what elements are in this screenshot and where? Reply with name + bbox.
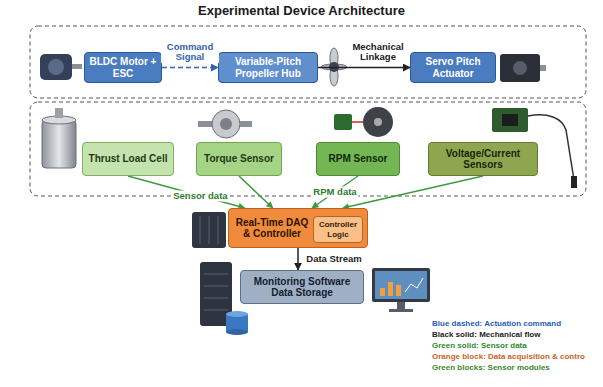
connector [312, 176, 358, 208]
load-cell-icon [55, 108, 63, 118]
monitor-icon [397, 302, 405, 309]
legend-entry: Orange block: Data acquisition & contro [432, 351, 585, 362]
monitor-icon [396, 285, 401, 296]
server-icon [204, 274, 228, 275]
process-box: Variable-Pitch Propeller Hub [218, 52, 318, 83]
daq-hardware-icon [209, 216, 210, 244]
edge-label: RPM data [311, 187, 358, 198]
sensor-box: Thrust Load Cell [82, 142, 174, 176]
title: Experimental Device Architecture [0, 3, 603, 18]
edge-label: Sensor data [171, 190, 229, 201]
monitor-icon [380, 288, 385, 296]
load-cell-icon [42, 108, 76, 168]
legend-entry: Green solid: Sensor data [432, 340, 585, 351]
sensor-box: Torque Sensor [196, 142, 282, 176]
node-label: RPM Sensor [329, 153, 388, 165]
daq-hardware-icon [192, 212, 226, 248]
torque-sensor-icon [198, 110, 252, 138]
process-box: BLDC Motor + ESC [84, 52, 162, 83]
legend-entry: Blue dashed: Actuation command [432, 318, 585, 329]
rpm-sensor-icon [334, 114, 352, 130]
voltage-sensor-icon [571, 176, 577, 188]
actuation-group-outline [30, 26, 586, 98]
process-box: Servo Pitch Actuator [410, 52, 496, 83]
legend-entry: Green blocks: Sensor modules [432, 362, 585, 373]
connector [239, 176, 273, 208]
sensor-box: Voltage/Current Sensors [428, 142, 538, 176]
monitor-icon [405, 278, 423, 292]
database-icon [226, 311, 248, 335]
motor-icon [48, 59, 64, 75]
rpm-sensor-icon [334, 107, 393, 137]
monitor-icon [388, 282, 393, 296]
node-label: Monitoring Software Data Storage [245, 276, 359, 299]
edge-label: Mechanical Linkage [347, 42, 409, 64]
connector [318, 67, 410, 69]
torque-sensor-icon [212, 110, 240, 138]
motor-icon [72, 64, 82, 69]
torque-sensor-icon [220, 118, 232, 130]
storage-box: Monitoring Software Data Storage [240, 270, 364, 304]
rpm-sensor-icon [374, 118, 382, 126]
node-label: Variable-Pitch Propeller Hub [223, 56, 313, 79]
voltage-sensor-icon [492, 108, 528, 132]
database-icon [226, 329, 248, 335]
motor-icon [40, 54, 82, 80]
server-icon [204, 286, 228, 287]
node-label: Thrust Load Cell [89, 153, 168, 165]
monitor-icon [375, 271, 427, 299]
node-label: BLDC Motor + ESC [89, 56, 157, 79]
sensor-group-outline [30, 102, 586, 196]
connector [343, 176, 483, 208]
node-label: Torque Sensor [204, 153, 274, 165]
connector [297, 248, 299, 270]
servo-icon [500, 54, 546, 82]
actuation-group-outline [30, 26, 586, 98]
monitor-icon [389, 309, 413, 312]
rpm-sensor-icon [363, 107, 393, 137]
node-label: Servo Pitch Actuator [415, 56, 491, 79]
daq-hardware-icon [200, 216, 201, 244]
servo-icon [500, 54, 540, 82]
motor-icon [40, 54, 72, 80]
node-label: Real-Time DAQ & Controller [233, 217, 311, 240]
monitor-icon [372, 268, 430, 312]
daq-hardware-icon [218, 216, 219, 244]
legend-entry: Black solid: Mechanical flow [432, 329, 585, 340]
edge-label: Data Stream [304, 254, 363, 265]
server-icon [204, 298, 228, 299]
node-label: Controller Logic [318, 220, 358, 238]
server-icon [204, 310, 228, 311]
database-icon [226, 311, 248, 317]
connector [128, 176, 245, 208]
controller-box: Real-Time DAQ & Controller Controller Log… [228, 208, 368, 248]
servo-icon [513, 61, 527, 75]
daq-hardware-icon [192, 212, 226, 248]
servo-icon [540, 65, 546, 71]
sensor-box: RPM Sensor [316, 142, 400, 176]
connector [162, 67, 218, 69]
load-cell-icon [42, 120, 76, 168]
edge-label: Command Signal [161, 42, 219, 64]
legend: Blue dashed: Actuation commandBlack soli… [432, 318, 585, 373]
torque-sensor-icon [240, 121, 252, 127]
logic-box: Controller Logic [313, 216, 363, 243]
monitor-icon [372, 268, 430, 302]
sensor-group-outline [30, 102, 586, 196]
voltage-sensor-icon [502, 114, 518, 126]
node-label: Voltage/Current Sensors [433, 148, 533, 171]
